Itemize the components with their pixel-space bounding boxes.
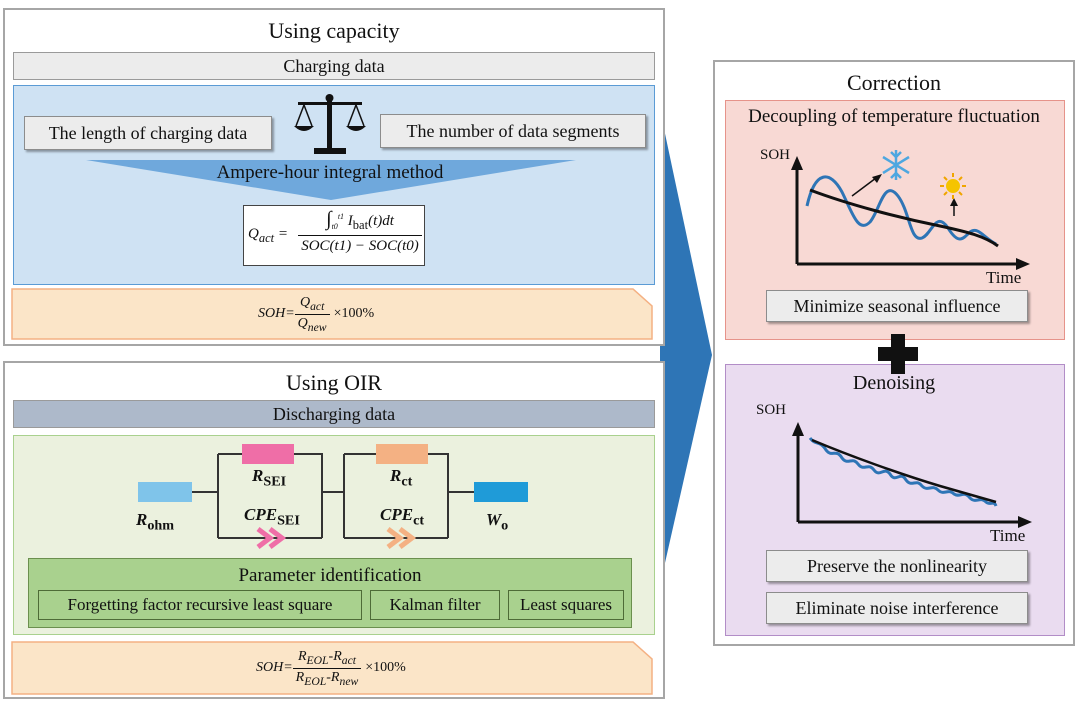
r-ohm-symbol: R	[136, 510, 148, 529]
i-symbol: I	[347, 213, 353, 229]
method-box-least-squares: Least squares	[508, 590, 624, 620]
cpe-ct-sub: ct	[413, 512, 425, 529]
soh-oir-tail: ×100%	[365, 660, 406, 675]
temperature-section-title: Decoupling of temperature fluctuation	[748, 106, 1040, 127]
soh-num-q: Q	[299, 294, 311, 310]
w-o-label: Wo	[486, 510, 508, 534]
cpe-ct-label: CPEct	[380, 505, 424, 529]
r-sei-sub: SEI	[263, 473, 287, 490]
soh-den-q: Q	[297, 315, 308, 331]
r-ct-symbol: R	[390, 466, 402, 485]
q-act-sub: act	[258, 231, 275, 245]
length-of-charging-data-box: The length of charging data	[24, 116, 272, 150]
q-act-equation: Qact = ∫t0t1 Ibat(t)dt SOC(t1) − SOC(t0)	[243, 205, 425, 266]
soh-oir-equation: SOH= REOL-Ract REOL-Rnew ×100%	[256, 645, 406, 691]
denoising-section	[725, 364, 1065, 636]
soh-tail: ×100%	[333, 306, 375, 321]
r-ohm-label: Rohm	[136, 510, 174, 534]
cpe-ct-symbol: CPE	[380, 505, 414, 524]
w-o-sub: o	[501, 517, 509, 534]
soh-lhs: SOH=	[258, 306, 295, 321]
w-o-symbol: W	[486, 510, 502, 529]
soh-oir-num: REOL-Ract	[292, 648, 362, 669]
soh-oir-num-sub1: EOL	[306, 653, 329, 667]
q-symbol: Q	[248, 226, 259, 242]
q-act-fraction: ∫t0t1 Ibat(t)dt SOC(t1) − SOC(t0)	[298, 208, 422, 255]
discharging-data-bar: Discharging data	[13, 400, 655, 428]
soh-capacity-fraction: Qact Qnew	[294, 294, 330, 334]
preserve-nonlinearity-box: Preserve the nonlinearity	[766, 550, 1028, 582]
temp-chart-xlabel: Time	[986, 268, 1022, 287]
sun-icon	[940, 173, 966, 199]
soh-oir-den-sub1: EOL	[304, 674, 327, 688]
eliminate-noise-box: Eliminate noise interference	[766, 592, 1028, 624]
number-of-data-segments-box: The number of data segments	[380, 114, 646, 148]
soh-oir-fraction: REOL-Ract REOL-Rnew	[292, 648, 362, 688]
q-act-lhs: Qact =	[248, 226, 288, 245]
cpe-sei-label: CPESEI	[244, 505, 300, 529]
soh-capacity-num: Qact	[294, 294, 330, 315]
correction-title: Correction	[846, 70, 942, 95]
q-act-numerator: ∫t0t1 Ibat(t)dt	[298, 208, 422, 236]
capacity-panel-title: Using capacity	[268, 18, 400, 43]
temp-chart-ylabel: SOH	[760, 147, 791, 163]
q-act-denominator: SOC(t1) − SOC(t0)	[301, 238, 419, 254]
denoising-title: Denoising	[852, 372, 936, 394]
soh-oir-num-mid: -R	[328, 648, 342, 664]
chevron-double-right-icon	[256, 527, 287, 549]
soh-oir-den: REOL-Rnew	[293, 669, 362, 688]
r-ct-label: Rct	[390, 466, 412, 490]
cpe-sei-symbol: CPE	[244, 505, 278, 524]
soh-oir-num-sub2: act	[341, 653, 356, 667]
soh-capacity-den: Qnew	[295, 315, 330, 334]
soh-capacity-equation: SOH= Qact Qnew ×100%	[258, 292, 374, 336]
soh-capacity-banner	[11, 288, 653, 340]
charging-data-bar: Charging data	[13, 52, 655, 80]
r-ohm-sub: ohm	[147, 517, 175, 534]
bat-sub: bat	[352, 218, 369, 232]
integral-upper: t1	[337, 212, 345, 221]
denoise-chart-ylabel: SOH	[756, 402, 787, 418]
minimize-seasonal-influence-box: Minimize seasonal influence	[766, 290, 1028, 322]
snowflake-icon	[882, 150, 910, 180]
numerator-tail: (t)dt	[368, 213, 394, 229]
oir-panel-title: Using OIR	[286, 370, 382, 395]
soh-oir-num-r1: R	[297, 648, 307, 664]
soh-den-sub: new	[307, 320, 327, 334]
parameter-identification-title: Parameter identification	[238, 565, 422, 586]
r-sei-label: RSEI	[252, 466, 286, 490]
r-sei-symbol: R	[252, 466, 264, 485]
cpe-sei-sub: SEI	[277, 512, 300, 529]
soh-num-sub: act	[310, 299, 325, 313]
chevron-double-right-icon	[386, 527, 417, 549]
ampere-hour-method-label: Ampere-hour integral method	[216, 162, 444, 183]
balance-scale-icon	[294, 94, 366, 154]
plus-icon	[878, 334, 918, 374]
integral-lower: t0	[331, 222, 338, 231]
soh-oir-den-mid: -R	[326, 669, 340, 685]
soh-oir-den-sub2: new	[339, 674, 359, 688]
denoise-chart-xlabel: Time	[990, 526, 1026, 545]
soh-oir-lhs: SOH=	[256, 660, 293, 675]
method-box-kalman: Kalman filter	[370, 590, 500, 620]
funnel-triangle	[86, 160, 576, 200]
soh-oir-den-r1: R	[295, 669, 305, 685]
r-ct-sub: ct	[401, 473, 413, 490]
method-box-ffrls: Forgetting factor recursive least square	[38, 590, 362, 620]
